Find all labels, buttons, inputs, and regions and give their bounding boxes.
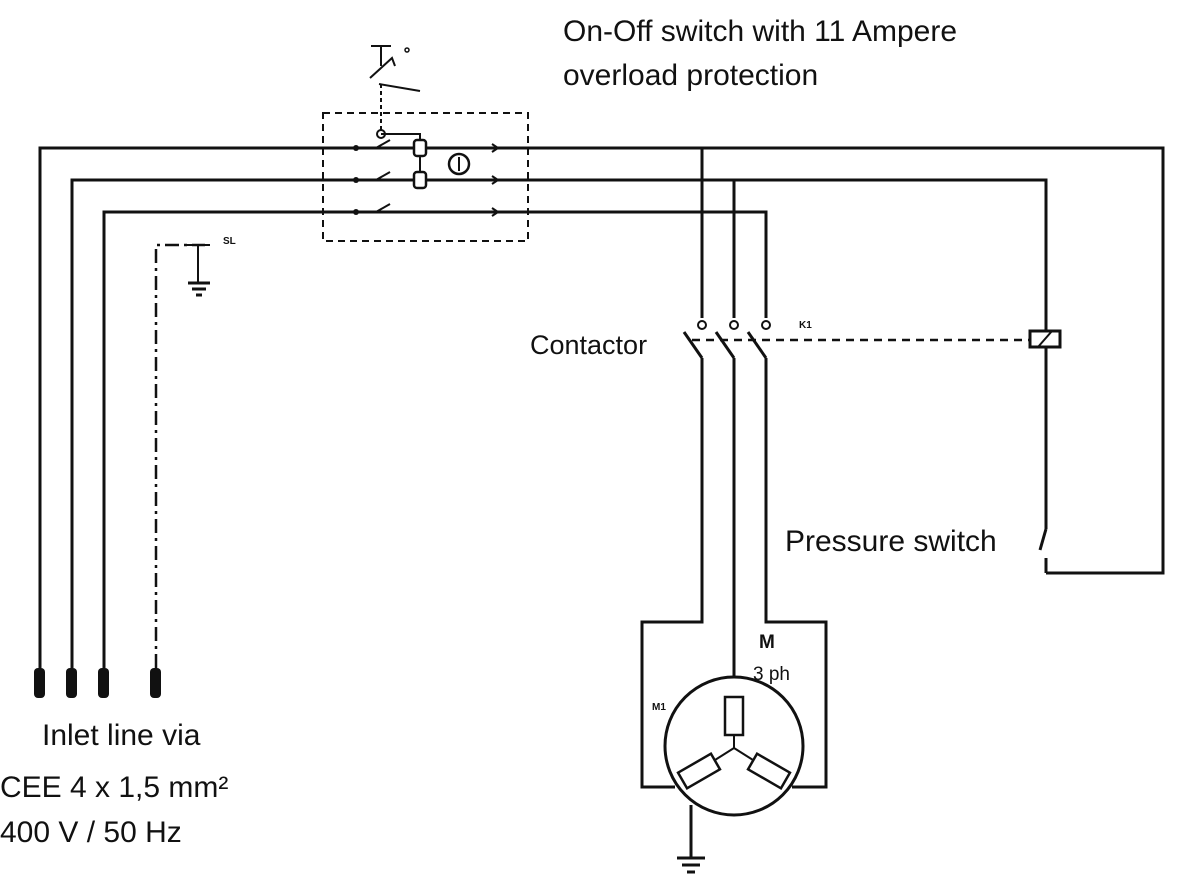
motor-phase-label: 3 ph — [753, 664, 790, 685]
pressure-switch — [1038, 528, 1048, 573]
contactor — [682, 320, 1062, 359]
motor — [663, 675, 805, 874]
ground-tag: SL — [223, 236, 236, 247]
inlet-line2: CEE 4 x 1,5 mm² — [0, 771, 229, 804]
inlet-plugs — [34, 668, 161, 698]
on-off-switch — [322, 45, 529, 242]
pressure-switch-label: Pressure switch — [785, 525, 997, 558]
wire-l1 — [38, 146, 1165, 668]
plug-l2 — [66, 668, 77, 698]
pe-line — [154, 243, 205, 668]
switch-enclosure — [322, 112, 529, 242]
plug-l3 — [98, 668, 109, 698]
switch-title-line2: overload protection — [563, 59, 819, 92]
inlet-line1: Inlet line via — [42, 719, 201, 752]
contactor-tag: K1 — [799, 320, 812, 331]
motor-feed — [640, 358, 828, 789]
plug-pe — [150, 668, 161, 698]
inlet-line3: 400 V / 50 Hz — [0, 816, 182, 849]
wire-l2 — [70, 178, 1048, 668]
wire-l3 — [102, 210, 768, 668]
plug-l1 — [34, 668, 45, 698]
protective-earth — [154, 243, 210, 668]
contactor-label: Contactor — [530, 330, 648, 360]
motor-m-label: M — [759, 632, 775, 653]
switch-title-line1: On-Off switch with 11 Ampere — [563, 15, 958, 48]
phase-wires — [38, 146, 1165, 668]
switch-contacts — [353, 129, 500, 217]
motor-tag: M1 — [652, 702, 666, 713]
